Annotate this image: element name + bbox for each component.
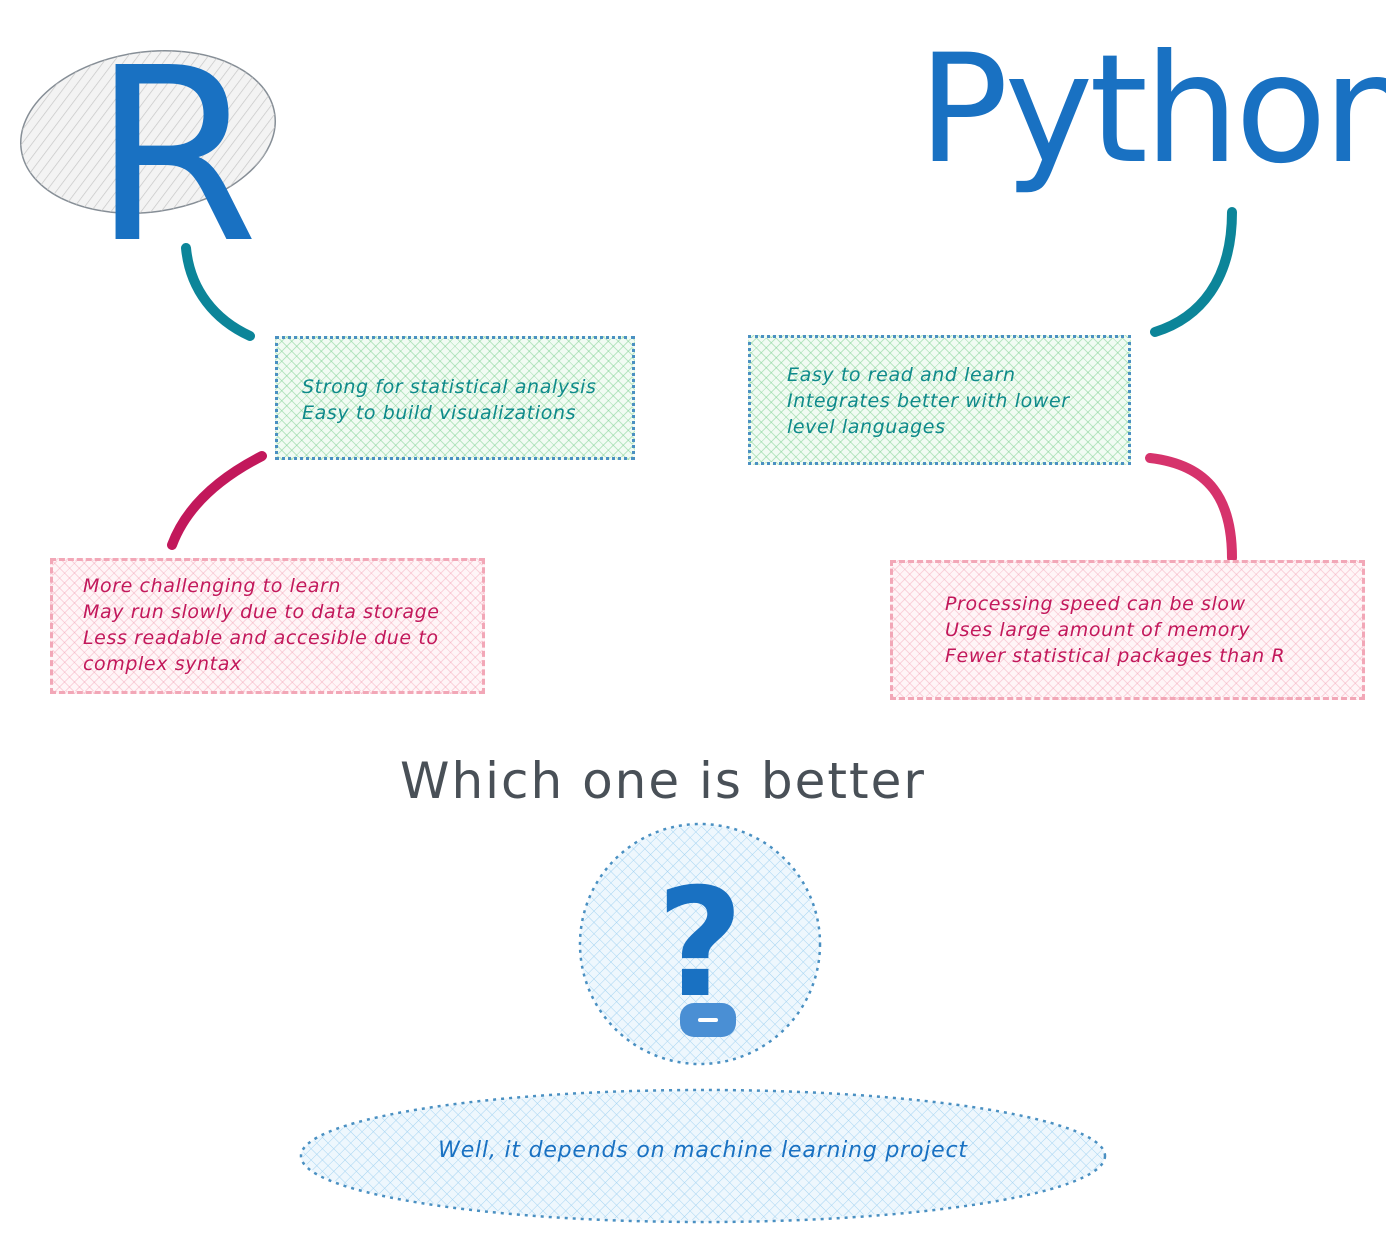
python-pro-item: level languages xyxy=(787,416,946,438)
answer-ellipse-hatch xyxy=(303,1092,1103,1220)
question-mark-dot-mark xyxy=(698,1018,718,1022)
python-cons-box: Processing speed can be slow Uses large … xyxy=(890,560,1365,700)
answer-text: Well, it depends on machine learning pro… xyxy=(438,1138,968,1163)
python-pro-item: Integrates better with lower xyxy=(787,390,1070,412)
question-circle-hatch xyxy=(582,826,818,1062)
r-con-item: Less readable and accesible due to xyxy=(83,627,439,649)
question-heading: Which one is better xyxy=(400,752,926,810)
python-con-item: Uses large amount of memory xyxy=(945,619,1251,641)
r-cons-box: More challenging to learn May run slowly… xyxy=(50,558,485,694)
r-con-item: complex syntax xyxy=(83,653,242,675)
r-pro-connector xyxy=(181,243,255,341)
python-con-item: Processing speed can be slow xyxy=(945,593,1246,615)
python-con-connector xyxy=(1145,453,1237,563)
r-pros-box: Strong for statistical analysis Easy to … xyxy=(275,336,635,460)
r-con-connector xyxy=(167,451,267,550)
python-con-item: Fewer statistical packages than R xyxy=(945,645,1286,667)
question-mark-glyph: ? xyxy=(656,857,743,1031)
r-logo-hatch xyxy=(20,50,276,214)
python-title: Python xyxy=(918,23,1386,197)
python-pros-box: Easy to read and learn Integrates better… xyxy=(748,335,1131,465)
python-pro-item: Easy to read and learn xyxy=(787,364,1016,386)
r-con-item: More challenging to learn xyxy=(83,575,342,597)
r-pro-item: Easy to build visualizations xyxy=(302,402,577,424)
python-pro-connector xyxy=(1150,207,1237,337)
r-con-item: May run slowly due to data storage xyxy=(83,601,440,623)
r-title: R xyxy=(92,16,259,296)
r-pro-item: Strong for statistical analysis xyxy=(302,376,597,398)
